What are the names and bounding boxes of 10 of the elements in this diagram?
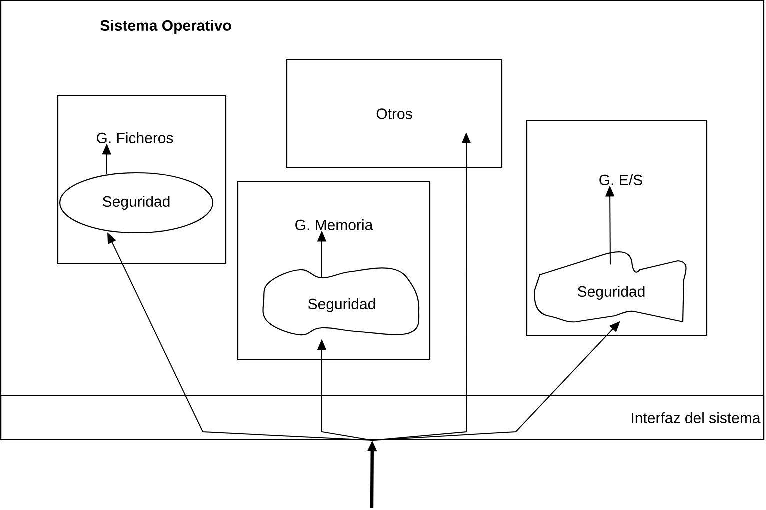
module-box xyxy=(526,120,708,337)
module-box xyxy=(237,181,431,361)
module-box xyxy=(57,95,227,265)
module-heading: G. Ficheros xyxy=(97,132,174,144)
module-heading: G. Memoria xyxy=(296,219,374,230)
module-heading: G. E/S xyxy=(600,174,642,186)
security-blob: Seguridad xyxy=(534,252,687,323)
security-blob: Seguridad xyxy=(262,268,420,336)
module-box: Otros xyxy=(286,59,503,169)
interface-band: Interfaz del sistema xyxy=(0,395,765,441)
